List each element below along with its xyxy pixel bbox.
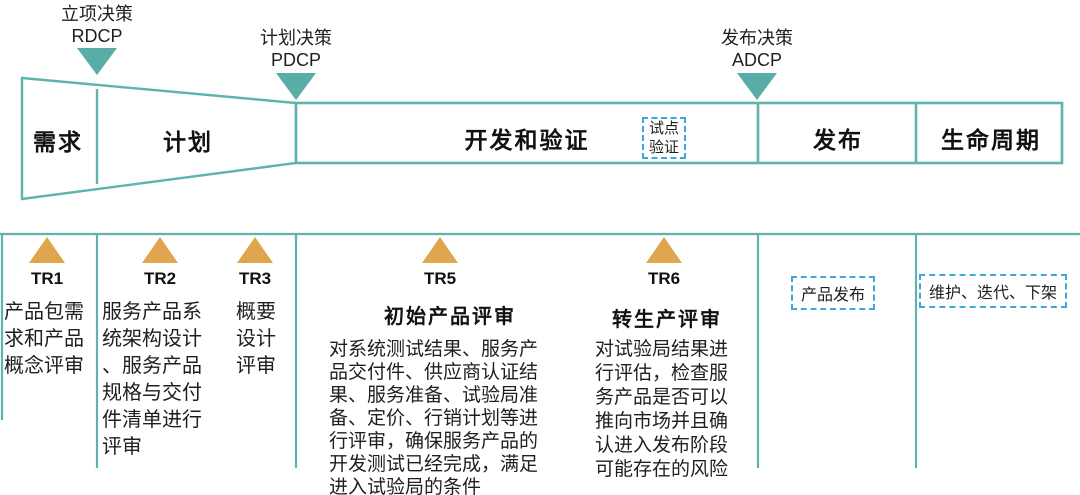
phase-requirement-label: 需求 [33,129,83,155]
tr3-label: TR3 [238,269,272,288]
tr5-label: TR5 [423,269,457,288]
tr6-description: 对试验局结果进 行评估，检查服 务产品是否可以 推向市场并且确 认进入发布阶段 … [595,339,729,480]
phase-plan-label: 计划 [163,129,213,155]
tr5-description: 对系统测试结果、服务产 品交付件、供应商认证结 果、服务准备、试验局准 备、定价… [329,339,539,495]
tr6-label: TR6 [647,269,681,288]
tr2-description: 服务产品系 统架构设计 、服务产品 规格与交付 件清单进行 评审 [102,301,202,458]
adcp-marker-icon [737,73,777,100]
decision-rdcp-name: 立项决策 [61,4,133,24]
maintain-iterate-retire-box: 维护、迭代、下架 [919,274,1068,308]
tr2-label: TR2 [143,269,177,288]
tr5-marker-icon [422,237,458,263]
product-release-box: 产品发布 [791,276,876,310]
tr6-marker-icon [646,237,682,263]
decision-pdcp-name: 计划决策 [260,28,332,48]
tr1-marker-icon [29,237,65,263]
tr3-marker-icon [237,237,273,263]
pdcp-marker-icon [276,73,316,100]
decision-rdcp-code: RDCP [71,26,123,46]
tr3-description: 概要 设计 评审 [236,301,276,377]
decision-adcp-code: ADCP [731,50,782,70]
decision-pdcp-code: PDCP [270,50,321,70]
rdcp-marker-icon [77,48,117,75]
decision-adcp: 发布决策 ADCP [687,27,827,71]
pilot-verify-box: 试点 验证 [642,117,686,159]
decision-pdcp: 计划决策 PDCP [226,27,366,71]
decision-rdcp: 立项决策 RDCP [27,3,167,47]
tr1-label: TR1 [30,269,64,288]
tr2-marker-icon [142,237,178,263]
phase-develop-verify-label: 开发和验证 [464,127,590,153]
tr5-title: 初始产品评审 [384,306,516,328]
tr6-title: 转生产评审 [612,309,722,331]
decision-adcp-name: 发布决策 [721,28,793,48]
phase-release-label: 发布 [813,127,863,153]
tr1-description: 产品包需 求和产品 概念评审 [4,301,84,377]
phase-lifecycle-label: 生命周期 [941,127,1041,153]
